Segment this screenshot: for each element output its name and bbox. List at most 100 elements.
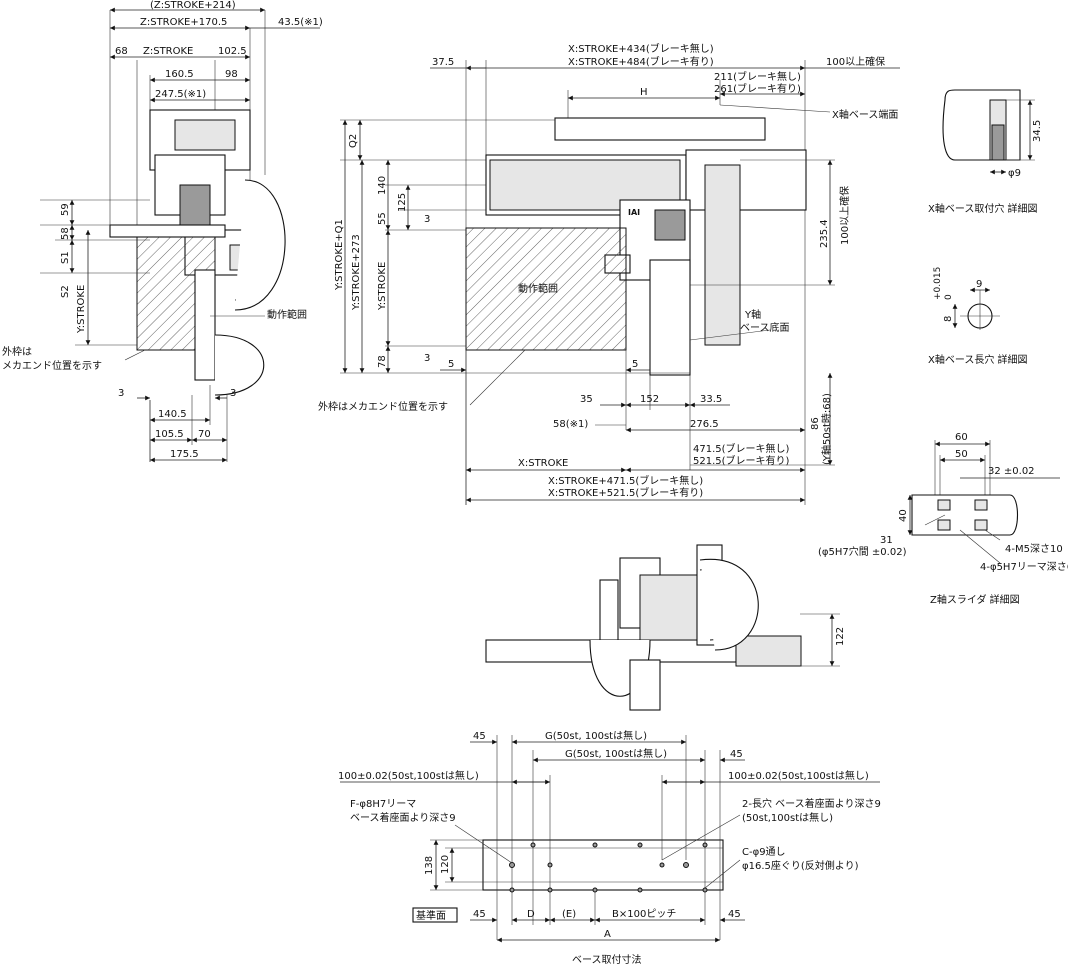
dim-138: 138 xyxy=(424,856,435,875)
dim-34-5: 34.5 xyxy=(1032,120,1043,142)
dim-70: 70 xyxy=(198,429,211,440)
brand-logo: IAI xyxy=(628,208,640,217)
dim-45-top-right: 45 xyxy=(730,749,743,760)
dim-102-5: 102.5 xyxy=(218,46,247,57)
dim-x-stroke: X:STROKE xyxy=(518,458,568,469)
main-top-view: IAI xyxy=(318,42,900,505)
dim-e: (E) xyxy=(562,909,576,920)
dim-120: 120 xyxy=(440,855,451,874)
dim-phi9: φ9 xyxy=(1008,168,1021,179)
dim-45-bottom-right: 45 xyxy=(728,909,741,920)
front-view: 122 xyxy=(485,544,846,711)
xbase-hole-caption: X軸ベース取付穴 詳細図 xyxy=(928,202,1038,215)
dim-8: 8 xyxy=(943,316,954,322)
dim-140-5: 140.5 xyxy=(158,409,187,420)
dim-y-stroke: Y:STROKE xyxy=(76,285,87,334)
dim-105-5: 105.5 xyxy=(155,429,184,440)
dim-58: 58 xyxy=(60,227,71,240)
dim-q2: Q2 xyxy=(348,134,359,148)
dim-x-434: X:STROKE+434(ブレーキ無し) xyxy=(568,42,714,55)
xbase-slot-caption: X軸ベース長穴 詳細図 xyxy=(928,353,1028,366)
dim-211: 211(ブレーキ無し) xyxy=(714,70,801,83)
dim-h: H xyxy=(640,87,648,98)
dim-40: 40 xyxy=(898,509,909,522)
slot-note-label: (50st,100stは無し) xyxy=(742,811,833,824)
dim-a: A xyxy=(604,929,611,940)
dim-100-right: 100±0.02(50st,100stは無し) xyxy=(728,769,869,782)
base-mount-view: 45 G(50st, 100stは無し) G(50st, 100stは無し) 4… xyxy=(338,729,881,966)
dim-s2: S2 xyxy=(60,285,71,298)
base-bottom-label: ベース底面 xyxy=(740,321,790,334)
dim-z-214: (Z:STROKE+214) xyxy=(150,0,236,11)
dim-d: D xyxy=(527,909,535,920)
dim-58-note: 58(※1) xyxy=(553,419,588,430)
dim-3-left: 3 xyxy=(118,388,124,399)
dim-y-273: Y:STROKE+273 xyxy=(351,234,362,311)
z-slider-caption: Z軸スライダ 詳細図 xyxy=(930,593,1020,606)
dim-160-5: 160.5 xyxy=(165,69,194,80)
outer-frame-label: 外枠はメカエンド位置を示す xyxy=(318,400,448,413)
dim-60: 60 xyxy=(955,432,968,443)
dim-55: 55 xyxy=(377,212,388,225)
dim-5-left: 5 xyxy=(448,359,454,370)
dim-tol-0: 0 xyxy=(944,294,954,300)
dim-x-521-5: X:STROKE+521.5(ブレーキ有り) xyxy=(548,486,703,499)
x-base-end-label: X軸ベース端面 xyxy=(832,108,898,121)
dim-98: 98 xyxy=(225,69,238,80)
reference-surface-label: 基準面 xyxy=(416,909,446,922)
phi5-label: 4-φ5H7リーマ深さ6 xyxy=(980,561,1068,573)
dim-122: 122 xyxy=(835,627,846,646)
dim-g-lower: G(50st, 100stは無し) xyxy=(565,747,667,760)
outer-frame-label-2: メカエンド位置を示す xyxy=(2,359,102,372)
dim-y-q1: Y:STROKE+Q1 xyxy=(334,219,345,291)
dim-78: 78 xyxy=(377,355,388,368)
dim-100-up-vertical: 100以上確保 xyxy=(838,186,851,245)
dim-247-5: 247.5(※1) xyxy=(155,89,206,100)
dim-45-bottom-left: 45 xyxy=(473,909,486,920)
dim-9: 9 xyxy=(976,279,982,290)
dim-33-5: 33.5 xyxy=(700,394,722,405)
dim-68: 68 xyxy=(115,46,128,57)
dim-175-5: 175.5 xyxy=(170,449,199,460)
dim-100-up: 100以上確保 xyxy=(826,55,885,68)
dim-50: 50 xyxy=(955,449,968,460)
dim-s1: S1 xyxy=(60,251,71,264)
dim-140: 140 xyxy=(377,176,388,195)
m5-label: 4-M5深さ10 xyxy=(1005,543,1063,555)
dim-45-top-left: 45 xyxy=(473,731,486,742)
dim-86: 86 xyxy=(810,417,821,430)
dim-tol: +0.015 xyxy=(933,267,943,300)
dim-3-right: 3 xyxy=(230,388,236,399)
dim-86-note: (Y軸50st時:68) xyxy=(820,393,833,465)
f-reamer-label: F-φ8H7リーマ xyxy=(350,799,416,810)
dim-100-left: 100±0.02(50st,100stは無し) xyxy=(338,769,479,782)
dim-31: 31 xyxy=(880,535,893,546)
dim-z-stroke: Z:STROKE xyxy=(143,46,193,57)
dim-261: 261(ブレーキ有り) xyxy=(714,82,801,95)
dim-y-stroke: Y:STROKE xyxy=(377,262,388,311)
dim-x-484: X:STROKE+484(ブレーキ有り) xyxy=(568,55,714,68)
motion-range-label: 動作範囲 xyxy=(518,282,558,295)
dim-3-lower: 3 xyxy=(424,353,430,364)
base-mount-caption: ベース取付寸法 xyxy=(572,953,642,966)
detail-xbase-hole: 34.5 φ9 X軸ベース取付穴 詳細図 xyxy=(928,89,1043,215)
dim-3-upper: 3 xyxy=(424,214,430,225)
dim-37-5: 37.5 xyxy=(432,57,454,68)
dim-125: 125 xyxy=(397,193,408,212)
dim-5-right: 5 xyxy=(632,359,638,370)
f-depth-label: ベース着座面より深さ9 xyxy=(350,811,456,824)
dim-z-170-5: Z:STROKE+170.5 xyxy=(140,17,227,28)
slot-label: 2-長穴 ベース着座面より深さ9 xyxy=(742,797,881,810)
dim-b-pitch: B×100ピッチ xyxy=(612,908,676,920)
motion-range-label: 動作範囲 xyxy=(267,308,307,321)
dim-32: 32 ±0.02 xyxy=(988,466,1035,477)
dim-59: 59 xyxy=(60,203,71,216)
detail-z-slider: 60 50 32 ±0.02 40 31 (φ5H7穴間 ±0.02) 4-M5… xyxy=(818,432,1068,606)
outer-frame-label-1: 外枠は xyxy=(2,345,32,358)
detail-xbase-slot: 9 8 +0.015 0 X軸ベース長穴 詳細図 xyxy=(928,267,1028,366)
dim-g-upper: G(50st, 100stは無し) xyxy=(545,729,647,742)
dim-471-5: 471.5(ブレーキ無し) xyxy=(693,442,790,455)
y-axis-label: Y軸 xyxy=(744,308,761,321)
dim-152: 152 xyxy=(640,394,659,405)
